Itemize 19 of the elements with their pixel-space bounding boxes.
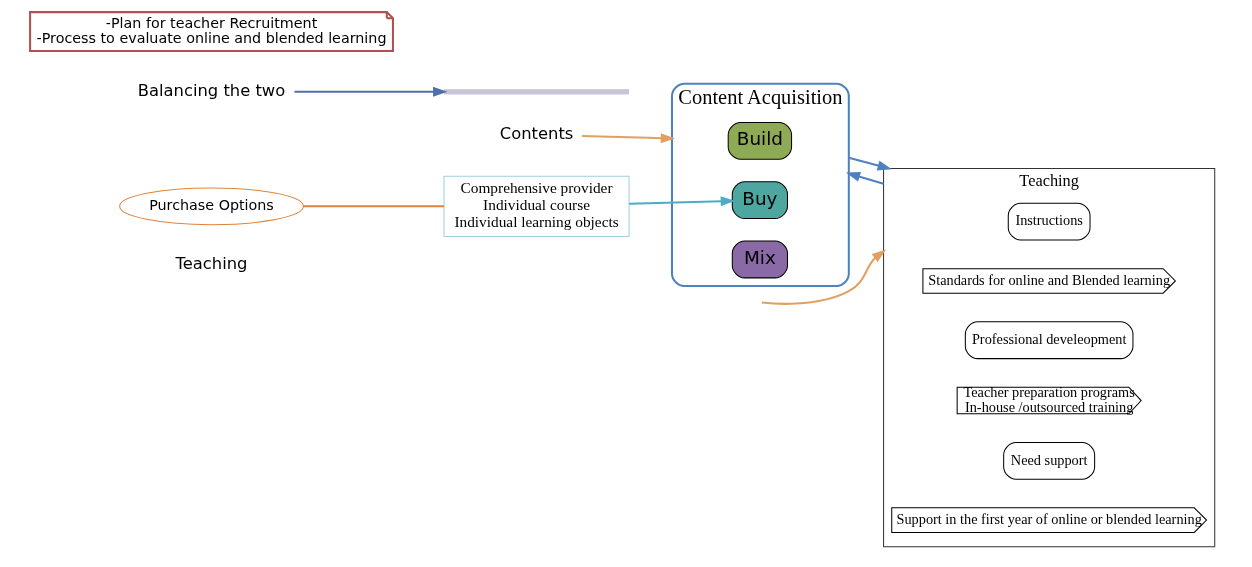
node-bar [443,89,629,95]
node-text: Contents [499,123,573,143]
node-box: Instructions [1007,202,1091,241]
node-box: Buy [731,181,788,220]
connector [302,205,444,208]
node-box: Build [727,122,792,160]
arrow [293,86,447,97]
node-box: Need support [1002,441,1095,480]
node-text: Teaching [175,254,247,274]
node-box: Comprehensive provider Individual course Individual learning objects [443,175,630,237]
arrow [845,171,884,185]
node-box: Professional develeopment [964,321,1133,360]
arrow [581,133,675,144]
arrow [628,196,735,207]
node-box: Mix [731,240,788,279]
arrow [761,249,886,305]
arrow [848,156,892,171]
node-text: Balancing the two [137,80,285,100]
node-ellipse: Purchase Options [118,187,304,226]
